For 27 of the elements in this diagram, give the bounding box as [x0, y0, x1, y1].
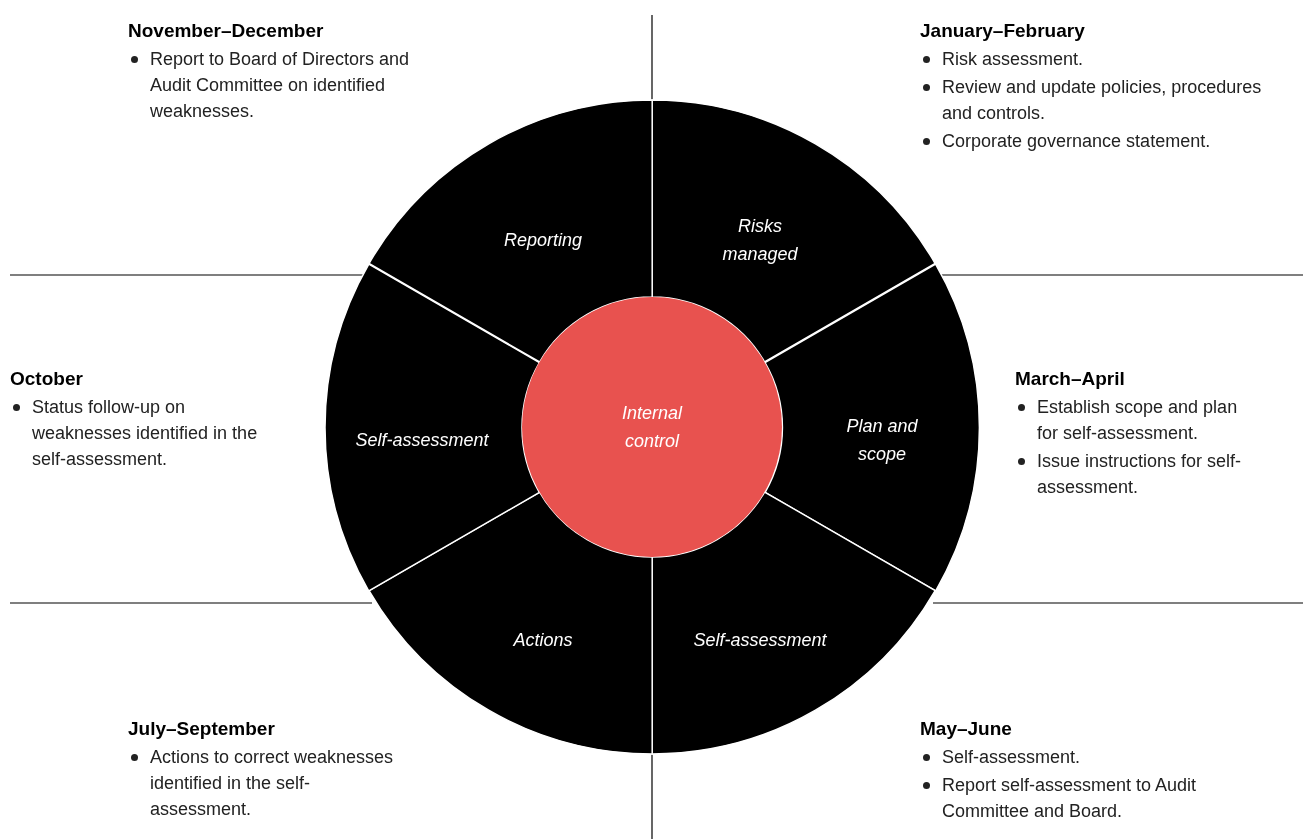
wheel-segment — [368, 100, 652, 362]
bullet-text: Corporate governance statement. — [942, 130, 1212, 153]
bullet-text: Report self-assessment to Audit Committee and Board. — [942, 774, 1198, 823]
bullet-text: Risk assessment. — [942, 48, 1085, 71]
bullet-text: Issue instructions for self-assessment. — [1037, 450, 1243, 499]
bullet-text: Self-assessment. — [942, 746, 1082, 769]
bullet-text: Establish scope and plan for self-assessment. — [1037, 396, 1239, 445]
wheel-segment — [764, 263, 979, 591]
period-heading: March–April — [1015, 367, 1125, 391]
period-heading: July–September — [128, 717, 275, 741]
segment-label: Reporting — [502, 229, 583, 252]
segment-label: Self-assessment — [692, 629, 828, 652]
bullet-text: Status follow-up on weaknesses identified in the self-assessment. — [32, 396, 259, 471]
bullet-text: Review and update policies, procedures and controls. — [942, 76, 1263, 125]
period-heading: October — [10, 367, 83, 391]
wheel-segment — [325, 263, 540, 591]
bullet-text: Report to Board of Directors and Audit Committee on identified weaknesses. — [150, 48, 411, 123]
period-heading: January–February — [920, 19, 1085, 43]
center-label: Internal control — [620, 402, 684, 453]
bullet-text: Actions to correct weaknesses identified in the self-assessment. — [150, 746, 395, 821]
period-heading: May–June — [920, 717, 1012, 741]
segment-label: Actions — [512, 629, 574, 652]
segment-label: Self-assessment — [354, 429, 490, 452]
wheel-segment — [652, 100, 936, 362]
period-heading: November–December — [128, 19, 324, 43]
segment-label: Risks managed — [721, 215, 799, 266]
segment-label: Plan and scope — [845, 415, 919, 466]
